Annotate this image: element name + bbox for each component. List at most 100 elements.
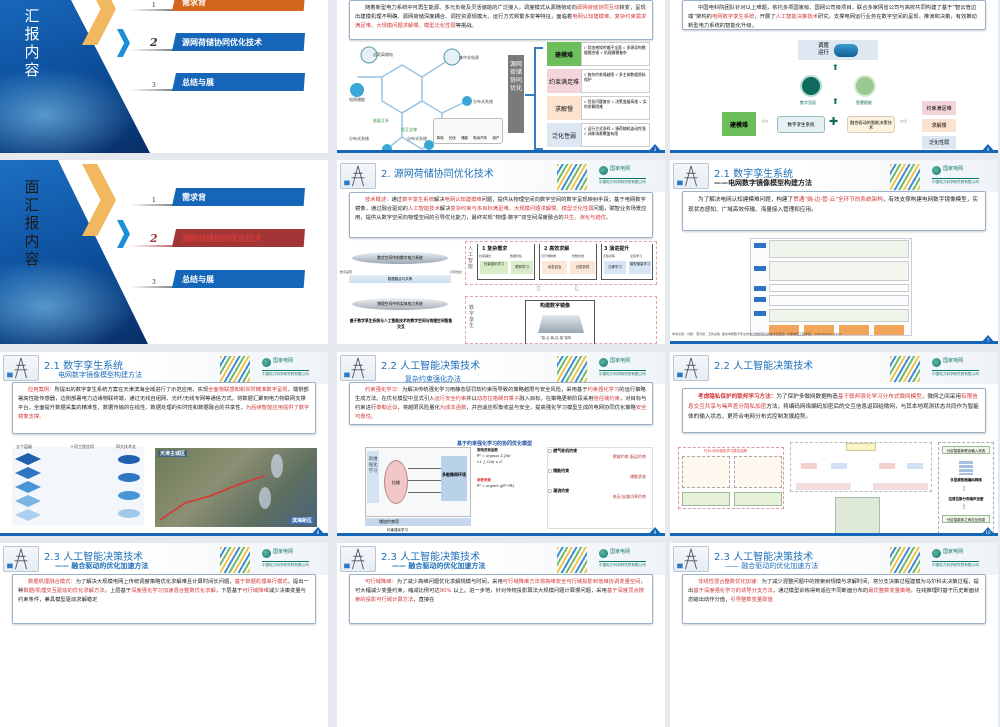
text: 为了解决大规模电网上传统调度策略优化求解难且计算时间长问题， <box>75 579 235 585</box>
slide-thumbnail-9[interactable]: 2.2 人工智能决策技术 复杂约束强化办法 国家电网中国电力科学研究院有限公司 … <box>337 352 665 536</box>
digital-display-icon <box>800 75 822 97</box>
slide-thumbnail-3[interactable]: 随着新型电力系统中可再生能源、多元负荷及灵活储能的广泛接入，调度模式从源随荷动向… <box>337 0 665 153</box>
node-label: 集中式电源 <box>459 55 479 60</box>
method-box: 约束强化学习 <box>480 261 508 274</box>
highlight: 可行域降维方法将高维安全可行域投影到低维协调变量空间 <box>502 579 641 585</box>
method-box: 迁移学习 <box>604 261 626 274</box>
update-box <box>682 492 730 506</box>
ai-decision-box: 融合驱动的智能决策技术 <box>847 116 895 133</box>
crl-text-box: 约束强化学习：为解决传统强化学习用静态惩罚软约束而导致的策略越限与安全风险，采用… <box>349 382 653 425</box>
highlight: 有限信息交互共享与噪声差分隐私加密 <box>688 394 978 410</box>
text: 等挑战。 <box>455 23 477 29</box>
footer-bar <box>0 533 328 536</box>
agenda-label: 总结与展 <box>172 73 305 91</box>
text: 融入目标。在策略更新阶段采用 <box>519 396 594 402</box>
hex-network-diagram <box>350 46 472 153</box>
footer-bar <box>337 533 665 536</box>
highlight: 全面物联感知和实时精准数字呈现 <box>208 387 288 393</box>
sgcc-logo-icon <box>262 549 271 558</box>
text: 。上层基于 <box>104 588 132 594</box>
text: ，直接在 <box>413 597 435 603</box>
header-band <box>670 160 998 192</box>
group-sub: 数据隐私 <box>510 254 523 258</box>
layer-pipe <box>769 261 909 281</box>
slide-thumbnail-7[interactable]: 2.1 数字孪生系统 ——电网数字镜像模型构建方法 国家电网中国电力科学研究院有… <box>670 160 998 344</box>
slide-thumbnail-10[interactable]: 2.2 人工智能决策技术 国家电网中国电力科学研究院有限公司 考虑隐私保护的联邦… <box>670 352 998 536</box>
power-tower-icon <box>3 546 39 572</box>
sgcc-logo: 国家电网中国电力科学研究院有限公司 <box>599 165 661 187</box>
slide-thumbnail-4[interactable]: 中国电科院团队针对以上难题，依托多项国家级、国网公司级项目，联合多家网省公司与高… <box>670 0 998 153</box>
method-text-box: 为了解决电网认知建模难问题，构建了贯通“端-边-管-云”全环节的系统架构，有效支… <box>682 191 986 231</box>
param-label: 参数更新 <box>477 478 491 482</box>
slide-title: 2.1 数字孪生系统 <box>714 169 794 180</box>
header-band <box>670 543 998 575</box>
logo-company: 中国电力科学研究院有限公司 <box>262 561 309 567</box>
highlight: 引导整数变量取值 <box>730 597 773 603</box>
text: ，可大幅减少变量约束，缩减比例可达 <box>355 579 646 594</box>
highlight: 基于深度强化学习的诱导分支方法 <box>693 588 773 594</box>
slide-thumbnail-8[interactable]: 2.1 数字孪生系统 电网数字镜像模型构建方法 国家电网中国电力科学研究院有限公… <box>0 352 328 536</box>
slide-thumbnail-agenda-1[interactable]: 汇报内容 1 需求背 2 源网荷储协同优化技术 3 总结与展 <box>0 0 328 153</box>
agent-ellipse: 拉格 <box>384 460 408 504</box>
text: ，通过模型训练得到适应不同断面分布的 <box>772 588 869 594</box>
decor-stripes <box>220 547 250 573</box>
group-sub: 反馈学习 <box>630 254 643 258</box>
slide-thumbnail-13[interactable]: 2.3 人工智能决策技术 —— 融合驱动的优化加速方法 国家电网中国电力科学研究… <box>670 543 998 727</box>
slide-title: 2.2 人工智能决策技术 <box>714 361 814 372</box>
ai-label: 人工智能 <box>468 246 474 270</box>
challenge-item: 求解慢√ 优化问题复杂 √ 决策变量高维 √ 实时求解困难 <box>547 96 650 120</box>
slide-thumbnail-agenda-2[interactable]: 面汇报内容 1 需求背 2 源网荷储协同优化技术 3 总结与展 <box>0 160 328 344</box>
tianjin-map: 天津主城区 滨海新区 <box>155 448 317 527</box>
up-arrow-icon: ⬆ <box>832 97 839 106</box>
highlight: 数据/机理交互驱动的优化求解方法 <box>23 588 105 594</box>
column-label: 十项工程应用 <box>70 444 94 449</box>
city-model-image <box>538 315 584 333</box>
encoding-pipeline: 分区智能体联合输入状态 多层感知器编码网络 ⇧ 拉普拉斯分布噪声加密 ⇧ 分区智… <box>938 442 994 534</box>
page-number: 8 <box>310 527 326 536</box>
layer-physical <box>769 325 909 335</box>
crl-label: 约束强化学习 <box>387 528 408 532</box>
slide-thumbnail-12[interactable]: 2.3 人工智能决策技术 —— 融合驱动的优化加速方法 国家电网中国电力科学研究… <box>337 543 665 727</box>
group-evolve: 3 演进提升 迁移训练反馈学习 迁移学习 模型增量学习 <box>601 244 653 280</box>
problem-box: 泛化性弱 <box>922 136 956 149</box>
constraint-title: □ 储能约束 <box>548 468 570 473</box>
power-tower-icon <box>673 163 709 189</box>
power-tower-icon <box>340 546 376 572</box>
dispatch-label: 调度运行 <box>818 43 830 56</box>
add-constraint-box: 增加约束项 <box>365 518 471 526</box>
slide-thumbnail-6[interactable]: 2. 源网荷储协同优化技术 国家电网中国电力科学研究院有限公司 技术概述：通过数… <box>337 160 665 344</box>
problem-box: 求解慢 <box>922 119 956 132</box>
logo-name: 国家电网 <box>943 358 964 364</box>
agenda-label: 需求背 <box>172 0 305 11</box>
crl-loop-diagram: 高维强化学习 拉格 多能微网环境 <box>365 447 471 517</box>
arrow-label: 能量互补 <box>373 118 389 123</box>
text: 为了减少混整问题中的搜索树规模与求解时间，将分支决策过程建模为马尔科夫决策过程，… <box>688 579 979 594</box>
slide-subtitle: 电网数字镜像模型构建方法 <box>58 371 142 379</box>
group-efficient: 2 高效求解 可行域降维整数松弛 动态自治 分层协同 <box>539 244 597 280</box>
smart-empower-label: 智慧赋能 <box>856 100 872 105</box>
dispatch-box: 调度运行 <box>798 40 878 60</box>
group-complex: 1 复杂需求 约束耦合数据隐私 约束强化学习 联邦学习 <box>477 244 535 280</box>
constraints-panel: □ 燃气轮机约束 爬坡约束 配运约束 □ 储能约束 储能状态 □ 潮流约束 电压… <box>547 447 653 529</box>
logo-company: 中国电力科学研究院有限公司 <box>599 561 646 567</box>
divider <box>130 89 190 91</box>
divider <box>130 9 190 11</box>
arrow-line <box>408 492 441 493</box>
slide-thumbnail-11[interactable]: 2.3 人工智能决策技术 —— 融合驱动的优化加速方法 国家电网中国电力科学研究… <box>0 543 328 727</box>
highlight: 人工智能技术 <box>407 206 440 212</box>
feasible-region-text-box: 可行域降维：为了减少高维问题优化求解规模与时间，采用可行域降维方法将高维安全可行… <box>349 574 653 624</box>
up-arrow-icon: ⬆ <box>832 63 839 72</box>
microgrid-bar <box>873 483 928 490</box>
text: 解决 <box>433 197 445 203</box>
up-arrow-icon: ⇧ <box>961 503 967 511</box>
sgcc-logo: 国家电网中国电力科学研究院有限公司 <box>932 548 994 570</box>
challenge-item: 建模难√ 状态感知传输不全面 √ 多源异构数据融合难 √ 机理建模复杂 <box>547 42 650 66</box>
text: 转变，呈现出建模机理不明确、源网荷储深度耦合、调控资源规模大、运行方式频繁多变等… <box>355 5 646 20</box>
device-storage: 储能 <box>460 136 468 140</box>
case-text-box: 应用案例：所提出的数字孪生系统方案在天津滨海全域进行了示范应用，实现全面物联感知… <box>12 382 316 434</box>
logo-name: 国家电网 <box>610 358 631 364</box>
bracket <box>525 47 543 150</box>
pipeline-step: 多层感知器编码网络 <box>950 478 982 482</box>
slide-subtitle: —— 融合驱动的优化加速方法 <box>392 562 486 570</box>
highlight: 动态拉格朗日乘子 <box>476 396 520 402</box>
